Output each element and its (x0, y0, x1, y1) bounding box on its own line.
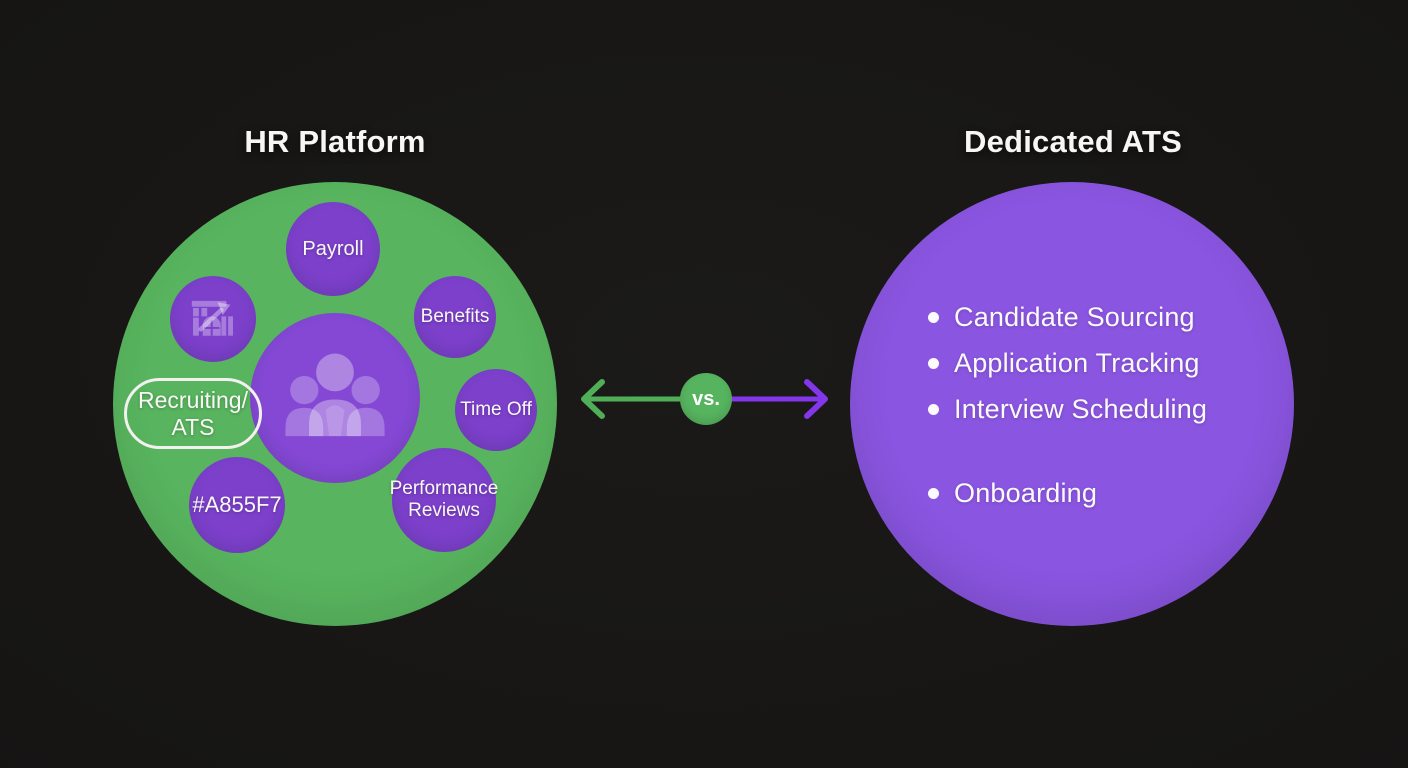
ats-feature-label: Interview Scheduling (954, 393, 1208, 424)
bullet-icon (928, 487, 939, 499)
ats-feature-item: Onboarding (928, 473, 1097, 513)
performance-reviews-label: Performance Reviews (389, 478, 499, 521)
recruiting-ats-pill: Recruiting/ ATS (124, 378, 262, 449)
benefits-label: Benefits (420, 306, 490, 328)
dedicated-ats-title: Dedicated ATS (964, 124, 1182, 159)
color-hex-bubble: #A855F7 (189, 457, 285, 553)
building-growth-chart-icon (184, 288, 242, 351)
vs-badge: vs. (680, 373, 732, 425)
bullet-icon (928, 357, 939, 369)
ats-feature-label: Application Tracking (954, 347, 1200, 378)
hr-platform-circle: Payroll (113, 182, 557, 626)
ats-feature-item: Application Tracking (928, 343, 1200, 383)
payroll-bubble: Payroll (286, 202, 380, 296)
ats-feature-item: Interview Scheduling (928, 389, 1207, 429)
versus-arrows (581, 379, 828, 419)
time-off-label: Time Off (460, 399, 532, 421)
performance-reviews-bubble: Performance Reviews (389, 448, 499, 552)
employee-hub-bubble (250, 313, 420, 483)
payroll-label: Payroll (302, 237, 364, 260)
dedicated-ats-circle: Candidate Sourcing Application Tracking … (850, 182, 1294, 626)
time-off-bubble: Time Off (455, 369, 537, 451)
bullet-icon (928, 311, 939, 323)
color-hex-label: #A855F7 (192, 492, 282, 518)
people-group-icon (276, 337, 394, 460)
right-arrowhead-icon (804, 379, 828, 419)
vs-label: vs. (692, 387, 720, 410)
ats-feature-label: Onboarding (954, 477, 1098, 508)
bullet-icon (928, 403, 939, 415)
hr-platform-title: HR Platform (244, 124, 426, 159)
ats-feature-label: Candidate Sourcing (954, 301, 1195, 332)
analytics-bubble (170, 276, 256, 362)
recruiting-ats-label: Recruiting/ ATS (138, 387, 248, 440)
ats-feature-item: Candidate Sourcing (928, 297, 1195, 337)
benefits-bubble: Benefits (414, 276, 496, 358)
